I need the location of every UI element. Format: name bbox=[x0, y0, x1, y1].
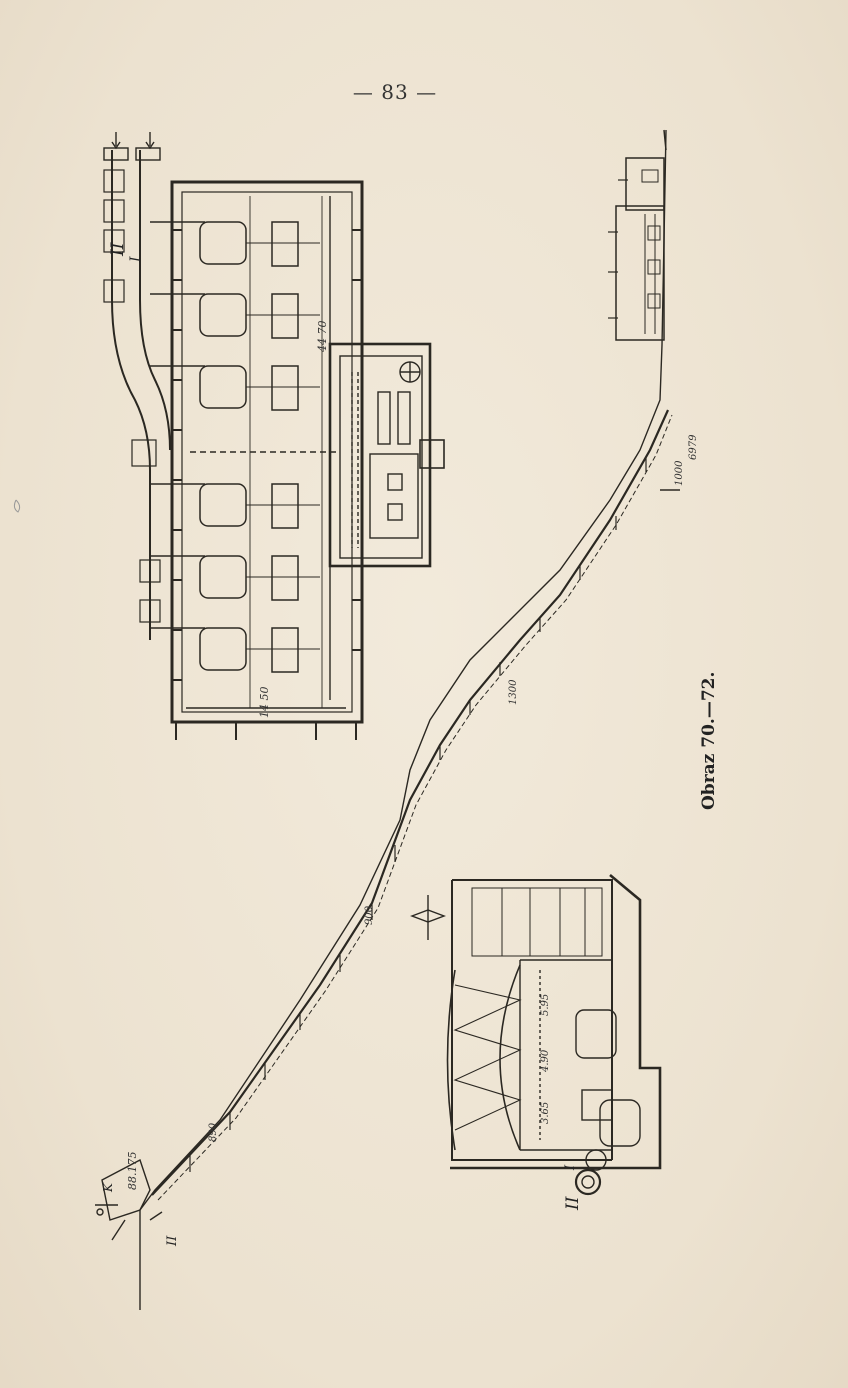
penstock-profile bbox=[95, 129, 680, 1310]
profile-dim-1: 890 bbox=[208, 1122, 219, 1142]
plan-label-pipe-ii: II bbox=[108, 242, 128, 257]
section-label-pipe-ii: II bbox=[563, 1196, 583, 1211]
profile-dim-5: 6979 bbox=[688, 434, 699, 460]
powerhouse-cross-section bbox=[410, 874, 662, 1196]
profile-marker: K bbox=[101, 1182, 115, 1193]
profile-dim-4: 1000 bbox=[674, 460, 685, 486]
section-dim-b: 4.90 bbox=[540, 1049, 551, 1073]
powerhouse-plan bbox=[103, 132, 445, 740]
section-dim-c: 3.65 bbox=[540, 1102, 551, 1124]
section-dim-a: 5.95 bbox=[540, 994, 551, 1016]
plan-dim-width: 14 50 bbox=[258, 687, 271, 719]
profile-elev-top: 88.175 bbox=[126, 1152, 139, 1191]
figure-caption: Obraz 70.—72. bbox=[699, 671, 719, 810]
profile-dim-2: 900 bbox=[364, 905, 375, 925]
section-label-pipe-i: I bbox=[563, 1164, 578, 1171]
profile-dim-3: 1300 bbox=[508, 679, 519, 705]
plan-dim-length: 44 70 bbox=[316, 321, 329, 354]
page-number: — 83 — bbox=[352, 80, 438, 104]
profile-label-pipe-ii: II bbox=[165, 1235, 180, 1247]
plan-label-pipe-i: I bbox=[128, 256, 144, 263]
